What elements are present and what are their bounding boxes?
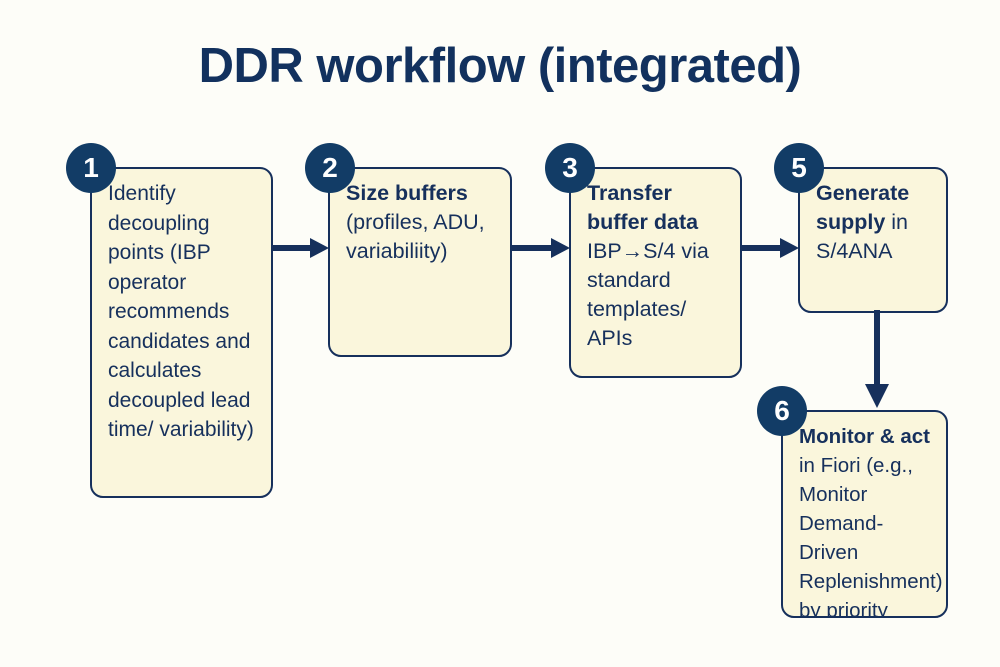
step-6-lead: Monitor & act [799, 425, 930, 448]
step-badge-6: 6 [757, 386, 807, 436]
step-box-6: Monitor & act in Fiori (e.g., Monitor De… [781, 410, 948, 618]
step-3-body: IBP→S/4 via standard templates/ APIs [587, 239, 709, 350]
step-box-5: Generate supply in S/4ANA [798, 167, 948, 313]
step-5-body: in S/4ANA [816, 210, 908, 263]
step-2-body: (profiles, ADU, variabiliity) [346, 210, 485, 263]
step-box-3: Transfer buffer data IBP→S/4 via standar… [569, 167, 742, 378]
step-badge-3: 3 [545, 143, 595, 193]
step-3-lead: Transfer buffer data [587, 181, 699, 234]
step-1-body: Identify decoupling points (IBP operator… [108, 182, 254, 441]
arrow-step3-to-step5 [742, 236, 799, 260]
arrow-step1-to-step2 [272, 236, 329, 260]
step-badge-1: 1 [66, 143, 116, 193]
step-6-body: in Fiori (e.g., Monitor Demand-Driven Re… [799, 454, 943, 618]
arrow-step5-to-step6 [862, 310, 892, 410]
page-title: DDR workflow (integrated) [198, 39, 802, 93]
step-5-lead: Generate supply [816, 181, 910, 234]
step-badge-2: 2 [305, 143, 355, 193]
step-2-lead: Size buffers [346, 181, 468, 205]
arrow-step2-to-step3 [512, 236, 570, 260]
step-box-2: Size buffers (profiles, ADU, variabiliit… [328, 167, 512, 357]
step-box-1: Identify decoupling points (IBP operator… [90, 167, 273, 498]
step-badge-5: 5 [774, 143, 824, 193]
